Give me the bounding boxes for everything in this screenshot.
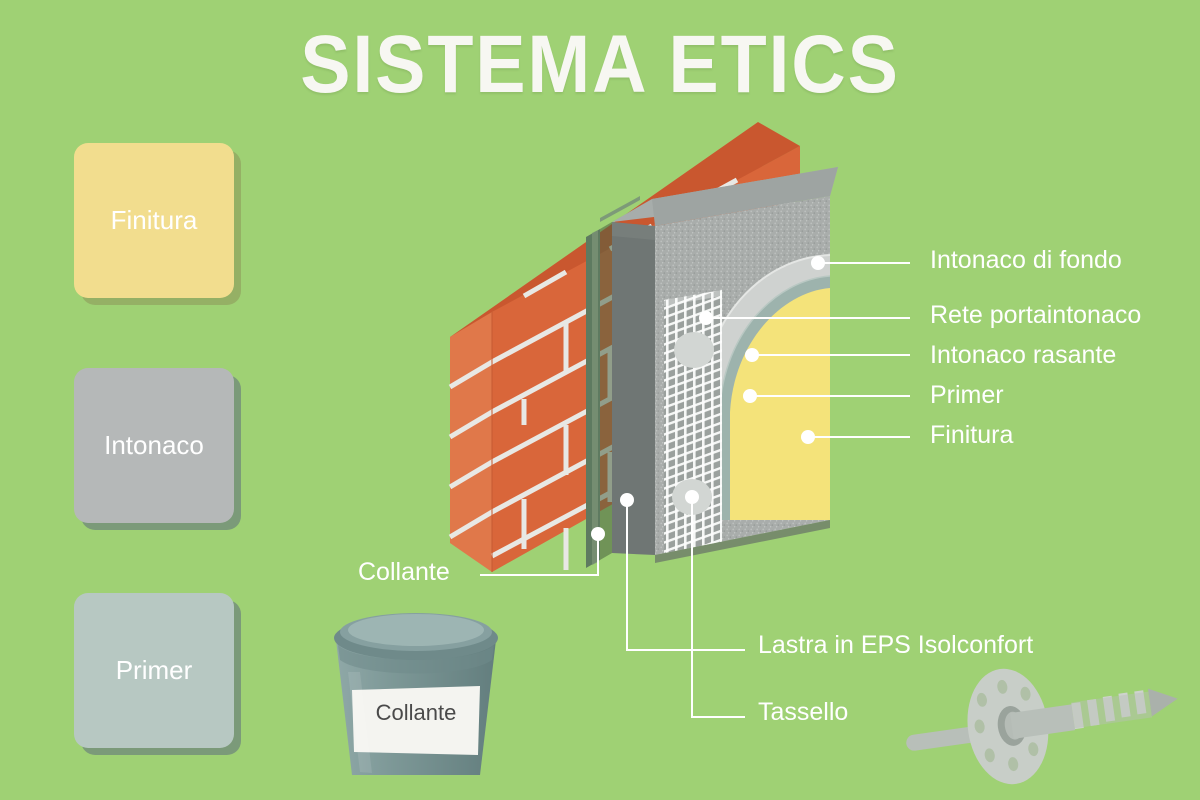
leader-lines-bottom [626, 500, 745, 718]
anchor-dowel-icon [906, 668, 1178, 785]
page-title: SISTEMA ETICS [300, 19, 900, 110]
callout-collante: Collante [358, 558, 450, 586]
swatch-primer[interactable]: Primer [74, 593, 234, 748]
leader-lines-right [706, 262, 910, 438]
callout-finitura: Finitura [930, 421, 1014, 449]
callout-intonaco-di-fondo: Intonaco di fondo [930, 246, 1122, 274]
swatch-finitura-label: Finitura [110, 205, 198, 235]
render-layers [699, 254, 830, 520]
swatch-intonaco-label: Intonaco [104, 430, 204, 460]
leader-dots-bottom [620, 490, 699, 507]
callout-primer: Primer [930, 381, 1004, 409]
callout-lastra-eps: Lastra in EPS Isolconfort [758, 631, 1034, 659]
swatch-finitura[interactable]: Finitura [74, 143, 234, 298]
bucket-label-text: Collante [375, 700, 457, 725]
adhesive-bucket-icon [334, 613, 498, 775]
swatch-primer-label: Primer [115, 655, 193, 685]
callout-intonaco-rasante: Intonaco rasante [930, 341, 1117, 369]
swatch-intonaco[interactable]: Intonaco [74, 368, 234, 523]
callout-tassello: Tassello [758, 698, 849, 726]
leader-line-collante [480, 534, 599, 576]
leader-dots-right [699, 256, 825, 444]
callout-rete-portaintonaco: Rete portaintonaco [930, 301, 1142, 329]
leader-dot-collante [591, 527, 605, 541]
